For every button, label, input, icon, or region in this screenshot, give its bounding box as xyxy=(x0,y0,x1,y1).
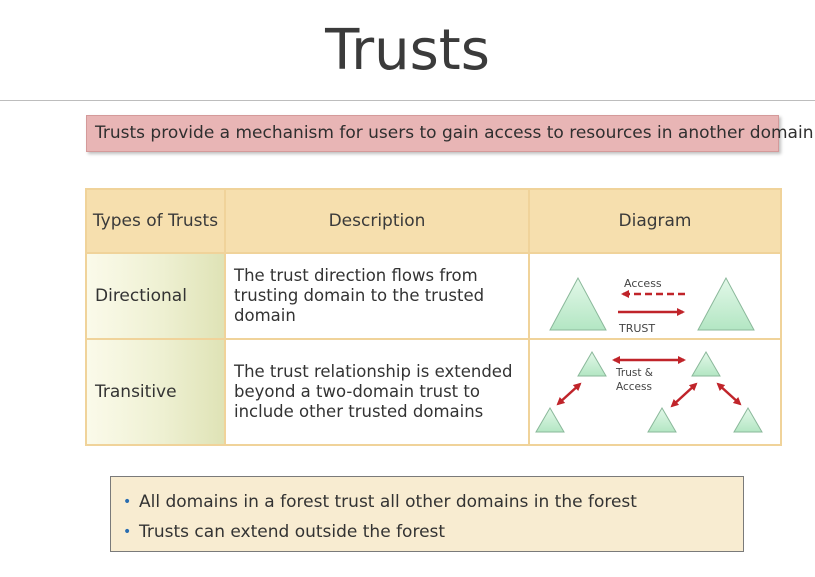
summary-bullet-list: • All domains in a forest trust all othe… xyxy=(121,487,743,547)
bullet-dot-icon: • xyxy=(123,494,132,510)
trust-arrow-icon xyxy=(556,382,582,406)
diagram-cell-transitive: Trust & Access xyxy=(528,338,782,446)
table-row: Transitive The trust relationship is ext… xyxy=(85,338,782,446)
table-row: Directional The trust direction flows fr… xyxy=(85,252,782,340)
trust-arrow-icon xyxy=(670,382,698,408)
summary-bullet-box: • All domains in a forest trust all othe… xyxy=(110,476,744,552)
list-item: • All domains in a forest trust all othe… xyxy=(121,487,743,517)
header-diagram: Diagram xyxy=(528,188,782,254)
bullet-dot-icon: • xyxy=(123,524,132,540)
triangle-domain-icon xyxy=(697,276,755,331)
trust-types-table: Types of Trusts Description Diagram Dire… xyxy=(85,188,782,446)
triangle-domain-icon xyxy=(733,407,763,433)
table-header-row: Types of Trusts Description Diagram xyxy=(85,188,782,254)
trust-label: TRUST xyxy=(618,322,655,335)
slide-title: Trusts xyxy=(325,18,490,83)
bullet-text: All domains in a forest trust all other … xyxy=(139,492,637,512)
description-cell-transitive: The trust relationship is extended beyon… xyxy=(224,338,530,446)
directional-trust-diagram: Access TRUST xyxy=(549,276,755,335)
access-label: Access xyxy=(624,277,662,290)
trust-and-label: Trust & xyxy=(615,367,653,379)
triangle-domain-icon xyxy=(549,276,607,331)
title-divider xyxy=(0,100,815,101)
diagram-cell-directional: Access TRUST xyxy=(528,252,782,340)
description-cell-directional: The trust direction flows from trusting … xyxy=(224,252,530,340)
type-cell-transitive: Transitive xyxy=(85,338,226,446)
callout-box: Trusts provide a mechanism for users to … xyxy=(86,115,813,152)
trust-arrow-icon xyxy=(716,382,742,406)
header-description: Description xyxy=(224,188,530,254)
triangle-domain-icon xyxy=(691,351,721,377)
list-item: • Trusts can extend outside the forest xyxy=(121,517,743,547)
bullet-text: Trusts can extend outside the forest xyxy=(139,522,446,542)
header-types-of-trusts: Types of Trusts xyxy=(85,188,226,254)
transitive-trust-diagram: Trust & Access xyxy=(535,351,763,433)
type-cell-directional: Directional xyxy=(85,252,226,340)
triangle-domain-icon xyxy=(647,407,677,433)
access-label: Access xyxy=(616,381,652,393)
triangle-domain-icon xyxy=(577,351,607,377)
triangle-domain-icon xyxy=(535,407,565,433)
